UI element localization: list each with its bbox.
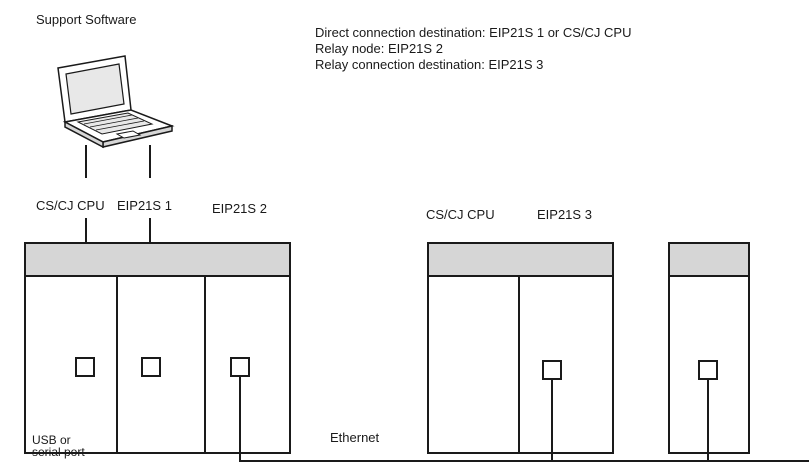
cpu-port-left [75, 357, 95, 377]
support-software-label: Support Software [36, 12, 137, 27]
legend: Direct connection destination: EIP21S 1 … [315, 25, 631, 73]
eip21s-2-label: EIP21S 2 [212, 201, 267, 216]
cs-cj-cpu-right-label: CS/CJ CPU [426, 207, 495, 222]
eip21s-2-port [230, 357, 250, 377]
eip21s-3-port [542, 360, 562, 380]
usb-label-line-1: USB or [32, 433, 71, 447]
plc-rack-left [24, 242, 291, 454]
cs-cj-cpu-left-label: CS/CJ CPU [36, 198, 105, 213]
right-module-port [698, 360, 718, 380]
plc-rack-middle [427, 242, 614, 454]
usb-serial-port-label: USB or serial port [32, 434, 85, 458]
usb-label-line-2: serial port [32, 445, 85, 459]
laptop-icon [57, 55, 175, 149]
eip21s-1-label: EIP21S 1 [117, 198, 172, 213]
eip21s-3-label: EIP21S 3 [537, 207, 592, 222]
legend-relay-destination: Relay connection destination: EIP21S 3 [315, 57, 544, 72]
ethernet-bus [239, 376, 809, 462]
legend-relay-node: Relay node: EIP21S 2 [315, 41, 443, 56]
eip21s-1-port [141, 357, 161, 377]
legend-direct-connection: Direct connection destination: EIP21S 1 … [315, 25, 632, 40]
ethernet-label: Ethernet [330, 430, 380, 445]
